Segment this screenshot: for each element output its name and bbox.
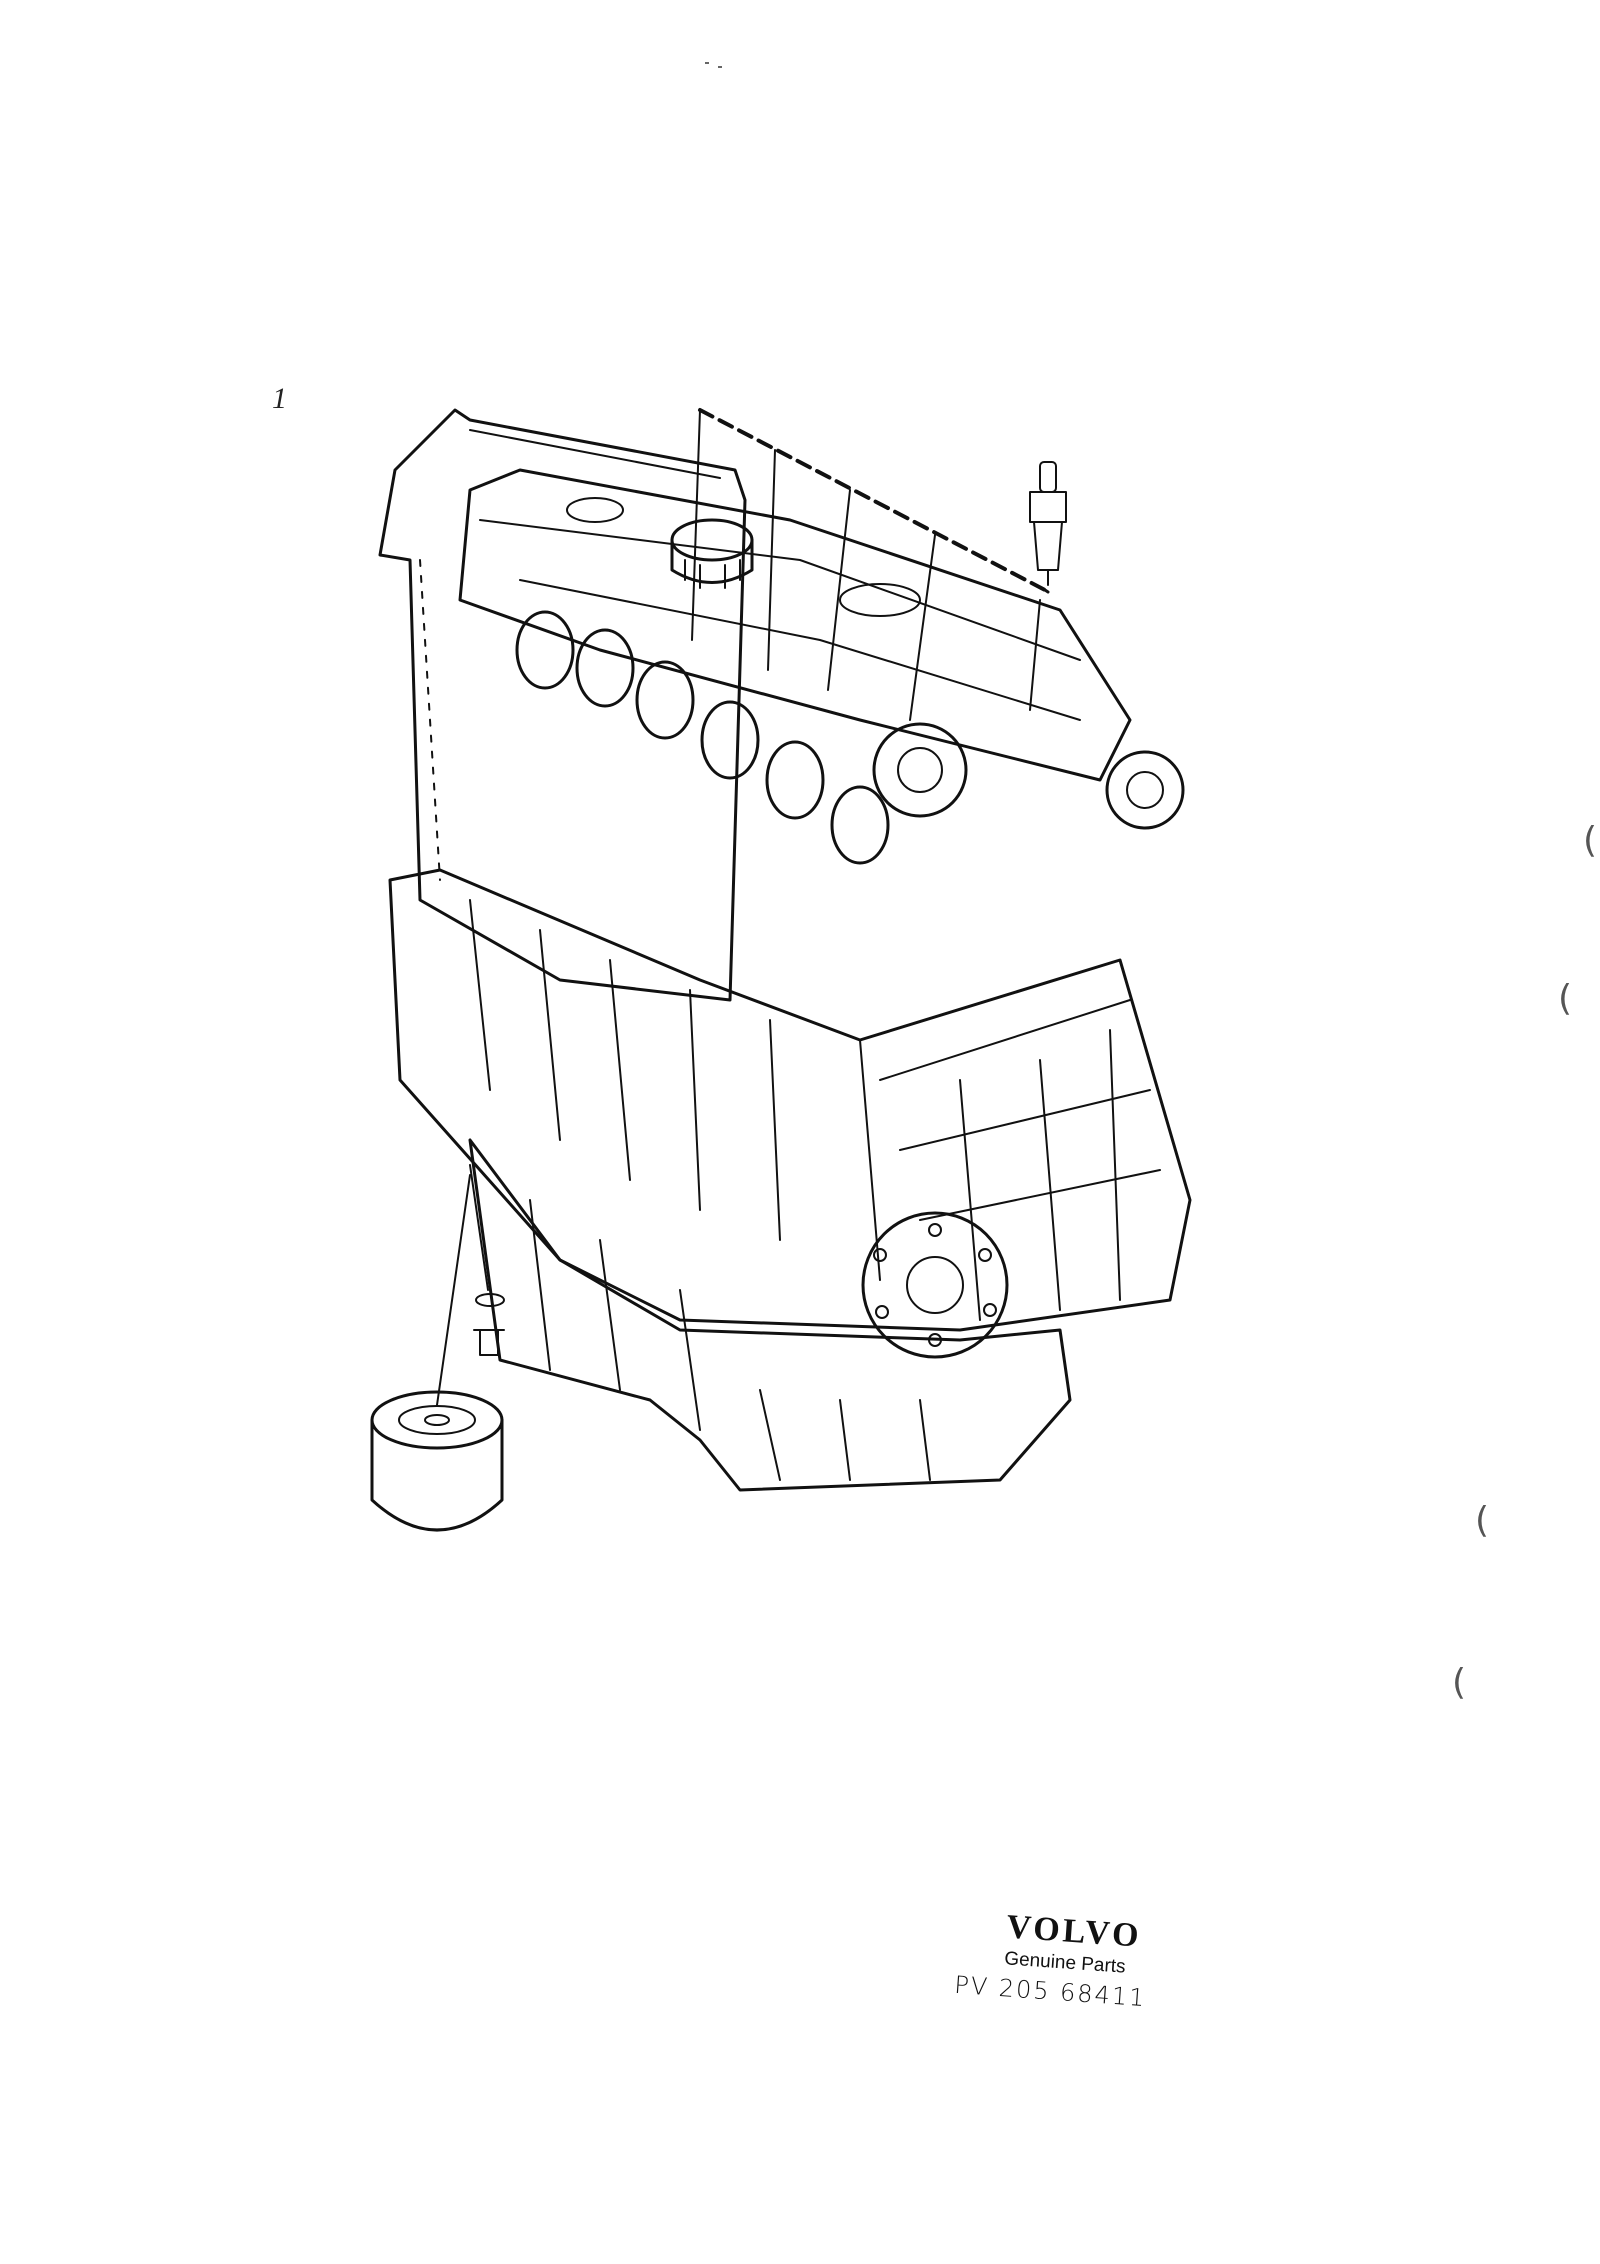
drain-plug (469, 1164, 505, 1356)
oil-filter (370, 1174, 504, 1532)
oil-filler-cap (670, 518, 754, 589)
crankshaft-flange (861, 1211, 1009, 1359)
callout-number: 1 (272, 382, 287, 415)
binder-mark-2: ( (1558, 978, 1573, 1019)
ignition-parts-bracket (691, 408, 1050, 721)
scan-speck (705, 62, 709, 64)
oil-pan (468, 1138, 1072, 1492)
timing-belt-cover (378, 408, 747, 1002)
scan-speck (718, 66, 722, 68)
camshaft-pulleys (872, 722, 1185, 830)
binder-mark-1: ( (1583, 820, 1598, 861)
binder-mark-3: ( (1475, 1500, 1490, 1541)
brand-block: VOLVO Genuine Parts PV 205 68411 (953, 1905, 1199, 2016)
binder-mark-4: ( (1452, 1662, 1467, 1703)
cylinder-head (458, 468, 1132, 782)
intake-ports (515, 610, 890, 865)
spark-plug (1029, 461, 1067, 711)
cylinder-block (388, 868, 1192, 1332)
